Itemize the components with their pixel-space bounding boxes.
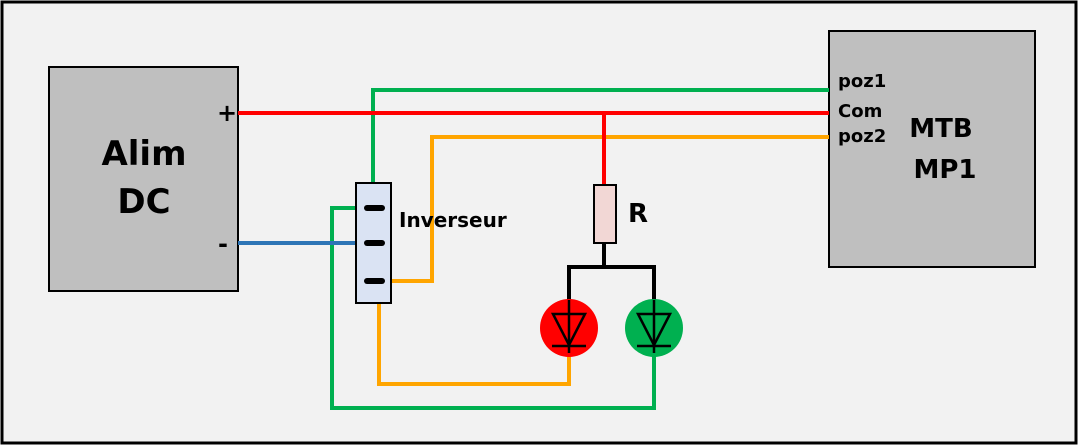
mtb-label-line2: MP1 [913, 155, 976, 185]
mtb-pin-poz1-label: poz1 [838, 71, 886, 92]
mtb-label-line1: MTB [909, 114, 972, 144]
mtb-pin-com-label: Com [838, 101, 882, 122]
power-supply-box [48, 66, 239, 292]
wire-orange-poz2 [373, 135, 829, 283]
wire-green-poz1 [371, 88, 829, 208]
switch-label: Inverseur [399, 208, 507, 232]
resistor [593, 184, 617, 244]
mtb-pin-poz2-label: poz2 [838, 126, 886, 147]
resistor-label: R [628, 199, 648, 229]
power-supply-label-line1: Alim [101, 134, 186, 174]
power-supply-label-line2: DC [117, 182, 170, 222]
mtb-box [828, 30, 1036, 268]
wire-green-return [330, 206, 656, 410]
wire-black-to-leds [567, 265, 656, 302]
minus-terminal-label: - [218, 230, 228, 258]
led-red-diode-symbol [550, 300, 588, 353]
plus-terminal-label: + [217, 99, 237, 127]
led-green-diode-symbol [635, 300, 673, 353]
